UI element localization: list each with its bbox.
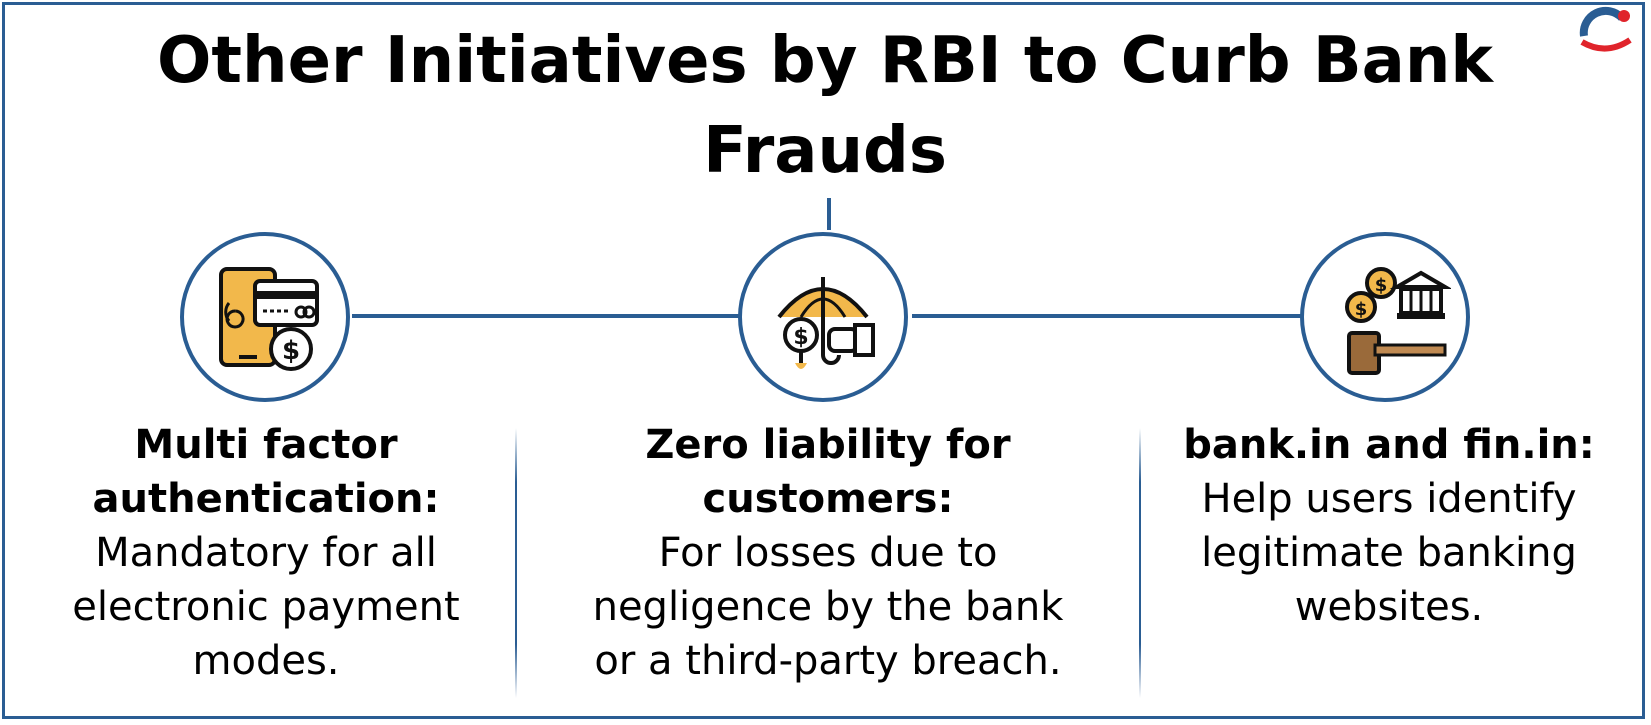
umbrella-protection-icon: $: [777, 277, 875, 369]
column-divider-1: [515, 428, 517, 698]
initiative-heading-3: bank.in and fin.in:: [1183, 422, 1595, 468]
bank-gavel-icon: $ $: [1345, 267, 1451, 375]
svg-text:$: $: [282, 336, 300, 366]
initiative-item-1: Multi factor authentication: Mandatory f…: [16, 418, 516, 688]
initiative-text-3: Help users identify legitimate banking w…: [1201, 476, 1577, 630]
svg-text:$: $: [1375, 275, 1388, 296]
initiative-text-2: For losses due to negligence by the bank…: [592, 530, 1064, 684]
icon-circle-1: $: [180, 232, 350, 402]
initiative-text-1: Mandatory for all electronic payment mod…: [72, 530, 460, 684]
icon-circle-2: $: [738, 232, 908, 402]
mobile-card-payment-icon: $: [219, 267, 319, 371]
icon-circle-3: $ $: [1300, 232, 1470, 402]
initiative-heading-2: Zero liability for customers:: [645, 422, 1011, 522]
initiative-item-2: Zero liability for customers: For losses…: [578, 418, 1078, 688]
svg-text:$: $: [1355, 299, 1368, 320]
initiative-heading-1: Multi factor authentication:: [92, 422, 440, 522]
globe-logo-icon: [1579, 6, 1632, 52]
column-divider-2: [1139, 428, 1141, 698]
initiative-item-3: bank.in and fin.in: Help users identify …: [1139, 418, 1639, 634]
svg-text:$: $: [793, 325, 808, 350]
diagram-title: Other Initiatives by RBI to Curb Bank Fr…: [157, 24, 1493, 188]
